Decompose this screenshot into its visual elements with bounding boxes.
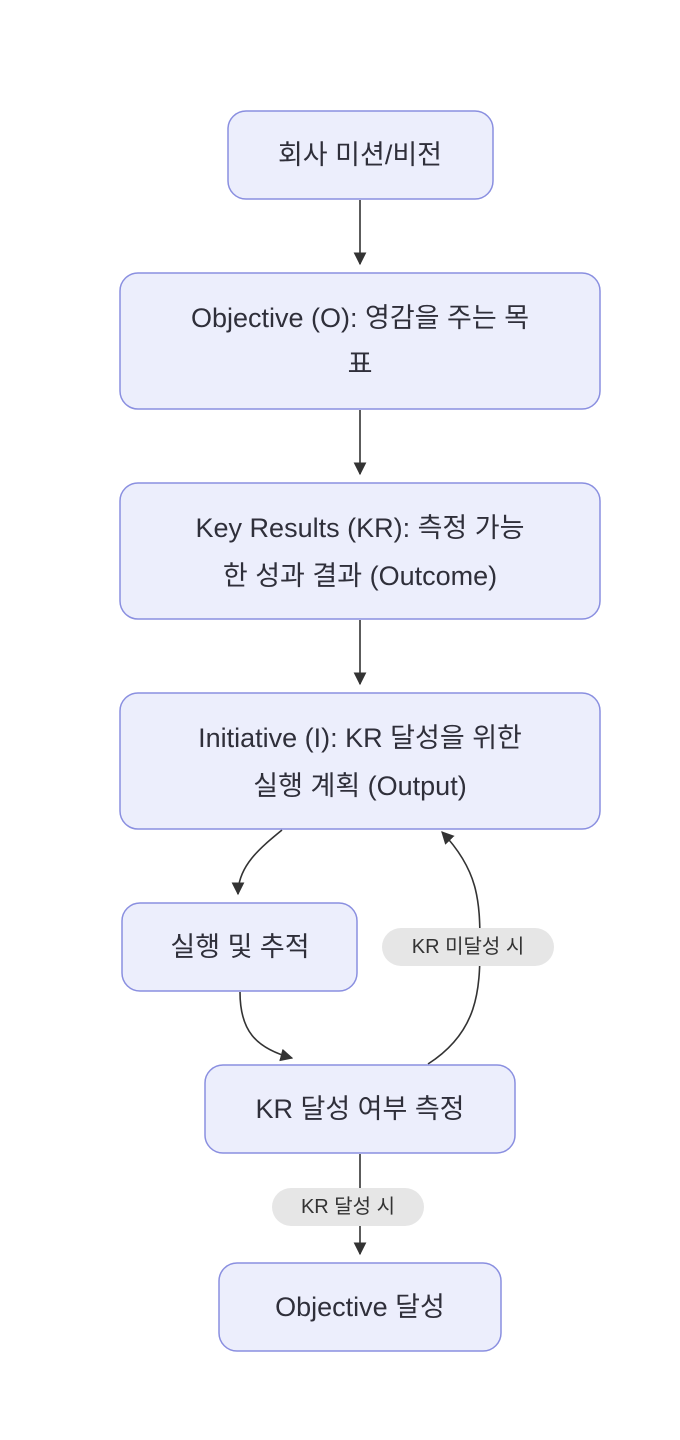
edge-initiative-to-execute — [231, 829, 283, 896]
node-objective-line-1: Objective (O): 영감을 주는 목 — [191, 303, 529, 333]
node-objective: Objective (O): 영감을 주는 목 표 — [119, 272, 601, 410]
edge-label-achieved-text: KR 달성 시 — [301, 1195, 395, 1218]
node-achieved-line-1: Objective 달성 — [275, 1292, 445, 1322]
node-execute: 실행 및 추적 — [121, 902, 358, 992]
node-achieved: Objective 달성 — [218, 1262, 502, 1352]
node-measure-line-1: KR 달성 여부 측정 — [255, 1094, 464, 1124]
node-execute-line-1: 실행 및 추적 — [170, 932, 309, 962]
node-initiative-line-2: 실행 계획 (Output) — [253, 771, 466, 801]
edge-execute-to-measure — [239, 991, 294, 1062]
node-key-results-line-1: Key Results (KR): 측정 가능 — [196, 513, 525, 543]
node-initiative: Initiative (I): KR 달성을 위한 실행 계획 (Output) — [119, 692, 601, 830]
node-initiative-line-1: Initiative (I): KR 달성을 위한 — [198, 723, 522, 753]
node-key-results-line-2: 한 성과 결과 (Outcome) — [223, 561, 497, 591]
node-key-results: Key Results (KR): 측정 가능 한 성과 결과 (Outcome… — [119, 482, 601, 620]
edge-label-not-achieved-text: KR 미달성 시 — [412, 935, 525, 958]
edge-label-achieved: KR 달성 시 — [272, 1188, 424, 1226]
node-measure: KR 달성 여부 측정 — [204, 1064, 516, 1154]
node-objective-line-2: 표 — [348, 349, 373, 379]
edge-label-not-achieved: KR 미달성 시 — [382, 928, 554, 966]
node-mission: 회사 미션/비전 — [227, 110, 494, 200]
node-mission-line-1: 회사 미션/비전 — [278, 140, 442, 170]
